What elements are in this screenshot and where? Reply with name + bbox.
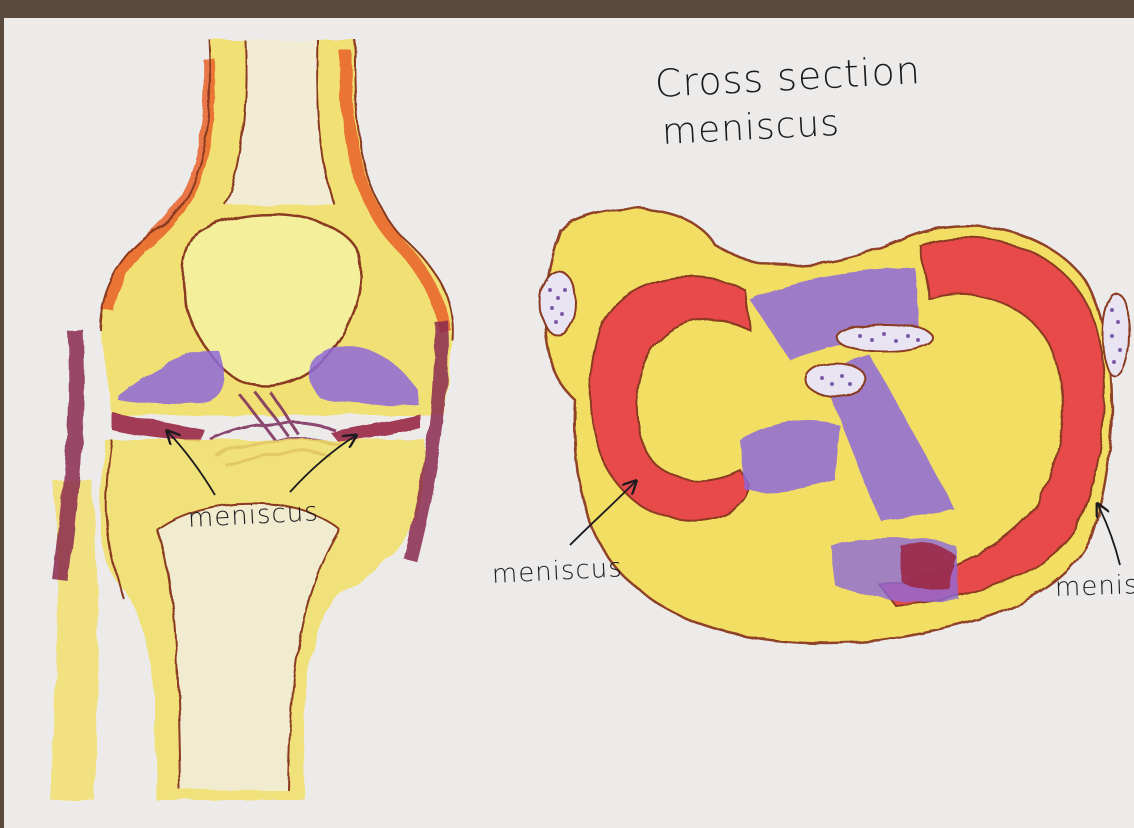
cross-section-right-label: menis [1054, 570, 1134, 603]
bone-section-left [540, 271, 576, 335]
meniscus-horn-maroon [900, 543, 955, 590]
bone-section-center [806, 363, 866, 397]
bone-section-right [1102, 293, 1130, 377]
tibial-plateau-cross-section [540, 209, 1130, 643]
table-strip-top [0, 0, 1134, 18]
bone-section-center-top [837, 324, 933, 352]
